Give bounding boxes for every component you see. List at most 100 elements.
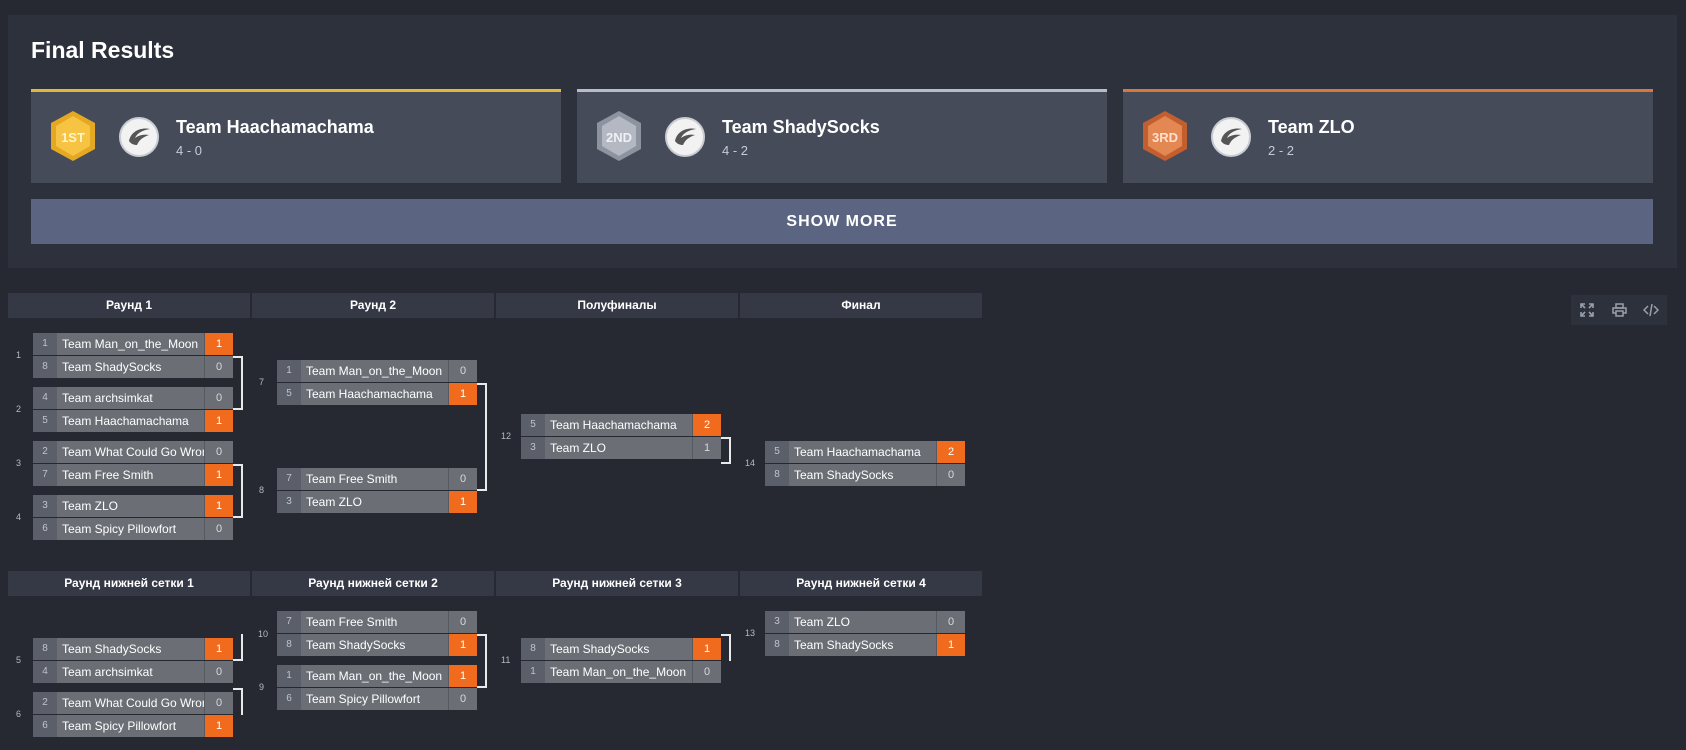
score: 0 xyxy=(936,611,965,633)
winner-score: 2 xyxy=(936,441,965,463)
match-number: 9 xyxy=(259,682,265,692)
seed-number: 3 xyxy=(277,491,301,513)
score: 0 xyxy=(204,692,233,714)
participant-name[interactable]: Team Man_on_the_Moon xyxy=(301,665,448,687)
participant-name[interactable]: Team Man_on_the_Moon xyxy=(57,333,204,355)
participant-name[interactable]: Team Man_on_the_Moon xyxy=(301,360,448,382)
participant-name[interactable]: Team What Could Go Wrong xyxy=(57,692,204,714)
team-logo xyxy=(665,117,705,157)
gold-medal-icon: 1ST xyxy=(51,111,95,161)
participant-name[interactable]: Team ZLO xyxy=(789,611,936,633)
score: 0 xyxy=(936,464,965,486)
match-number: 5 xyxy=(16,655,22,665)
bracket-connector xyxy=(721,437,731,464)
round-header: Раунд нижней сетки 1 xyxy=(8,571,250,596)
participant-name[interactable]: Team Free Smith xyxy=(301,611,448,633)
match-number: 7 xyxy=(259,377,265,387)
participant-name[interactable]: Team ZLO xyxy=(57,495,204,517)
participant-name[interactable]: Team Man_on_the_Moon xyxy=(545,661,692,683)
fullscreen-icon[interactable] xyxy=(1571,295,1603,325)
participant-name[interactable]: Team ShadySocks xyxy=(57,356,204,378)
match-number: 6 xyxy=(16,709,22,719)
participant-name[interactable]: Team Spicy Pillowfort xyxy=(57,518,204,540)
participant-name[interactable]: Team Free Smith xyxy=(301,468,448,490)
score: 0 xyxy=(204,441,233,463)
match-number: 8 xyxy=(259,485,265,495)
participant-name[interactable]: Team Haachamachama xyxy=(545,414,692,436)
seed-number: 5 xyxy=(765,441,789,463)
results-title: Final Results xyxy=(31,37,175,63)
show-more-button[interactable]: SHOW MORE xyxy=(31,199,1653,244)
winner-score: 1 xyxy=(936,634,965,656)
participant-name[interactable]: Team Spicy Pillowfort xyxy=(57,715,204,737)
winner-score: 1 xyxy=(204,464,233,486)
round-header: Раунд 1 xyxy=(8,293,250,318)
winner-score: 1 xyxy=(448,491,477,513)
print-icon[interactable] xyxy=(1603,295,1635,325)
participant-name[interactable]: Team Spicy Pillowfort xyxy=(301,688,448,710)
participant-name[interactable]: Team ShadySocks xyxy=(789,464,936,486)
participant-name[interactable]: Team Haachamachama xyxy=(789,441,936,463)
participant-name[interactable]: Team What Could Go Wrong xyxy=(57,441,204,463)
participant-name[interactable]: Team archsimkat xyxy=(57,387,204,409)
participant-name[interactable]: Team Free Smith xyxy=(57,464,204,486)
participant-name[interactable]: Team ZLO xyxy=(545,437,692,459)
embed-code-icon[interactable] xyxy=(1635,295,1667,325)
team-name[interactable]: Team Haachamachama xyxy=(176,117,374,137)
participant-name[interactable]: Team Haachamachama xyxy=(301,383,448,405)
participant-name[interactable]: Team ShadySocks xyxy=(789,634,936,656)
winner-score: 1 xyxy=(204,715,233,737)
team-record: 4 - 2 xyxy=(722,143,749,158)
participant-name[interactable]: Team ShadySocks xyxy=(57,638,204,660)
participant-name[interactable]: Team ShadySocks xyxy=(545,638,692,660)
participant-name[interactable]: Team ZLO xyxy=(301,491,448,513)
team-name[interactable]: Team ZLO xyxy=(1268,117,1355,137)
participant-name[interactable]: Team ShadySocks xyxy=(301,634,448,656)
participant-name[interactable]: Team archsimkat xyxy=(57,661,204,683)
team-name[interactable]: Team ShadySocks xyxy=(722,117,880,137)
participant-name[interactable]: Team Haachamachama xyxy=(57,410,204,432)
